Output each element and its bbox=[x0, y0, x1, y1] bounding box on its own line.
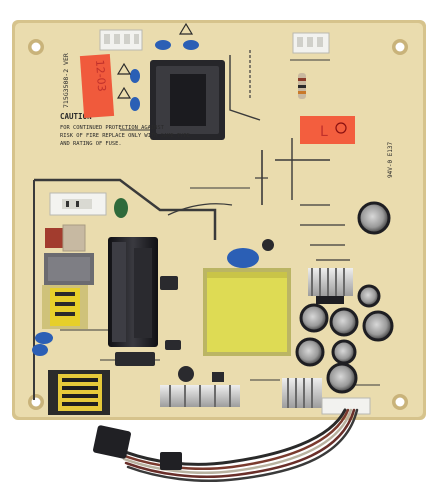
blue-capacitors-left bbox=[32, 332, 53, 356]
resistor-top bbox=[298, 73, 306, 99]
small-black-components bbox=[115, 239, 274, 382]
heatsink-bottom-left bbox=[160, 385, 240, 407]
left-red-sticker: 12-03 bbox=[79, 54, 115, 118]
heatsink-right bbox=[308, 268, 353, 304]
main-bulk-capacitor bbox=[108, 237, 158, 347]
input-choke bbox=[42, 285, 88, 329]
standby-transformer bbox=[48, 370, 110, 415]
left-sticker-text: 12-03 bbox=[93, 59, 108, 92]
silkscreen-lines bbox=[33, 50, 380, 400]
choke-box bbox=[44, 253, 94, 285]
top-left-connector bbox=[99, 29, 143, 51]
mounting-holes bbox=[28, 39, 408, 410]
heatsink-bottom-right bbox=[282, 378, 322, 408]
x-capacitor bbox=[45, 224, 86, 252]
relay-component bbox=[150, 60, 225, 140]
fuse-holder bbox=[49, 192, 107, 216]
warning-triangles bbox=[116, 22, 194, 99]
right-edge-text: 94V-0 E137 bbox=[387, 141, 394, 178]
part-number: 715G3508-2 VER bbox=[62, 53, 70, 108]
right-red-sticker: L bbox=[300, 116, 355, 144]
silkscreen-text: CAUTION FOR CONTINUED PROTECTION AGAINST… bbox=[60, 53, 394, 178]
electrolytic-capacitors bbox=[295, 201, 394, 394]
blue-capacitor-middle bbox=[227, 248, 259, 268]
green-component bbox=[114, 198, 128, 218]
top-right-connector bbox=[292, 32, 330, 54]
main-transformer bbox=[203, 268, 291, 356]
caution-heading: CAUTION bbox=[60, 112, 92, 121]
wire-harness bbox=[93, 408, 359, 483]
warning-line-1: FOR CONTINUED PROTECTION AGAINST bbox=[60, 125, 165, 131]
warning-line-2: RISK OF FIRE REPLACE ONLY WITH SAME TYPE bbox=[60, 133, 190, 139]
warning-line-3: AND RATING OF FUSE. bbox=[60, 141, 122, 147]
blue-capacitors-top bbox=[130, 40, 199, 111]
right-sticker-text: L bbox=[320, 124, 328, 140]
